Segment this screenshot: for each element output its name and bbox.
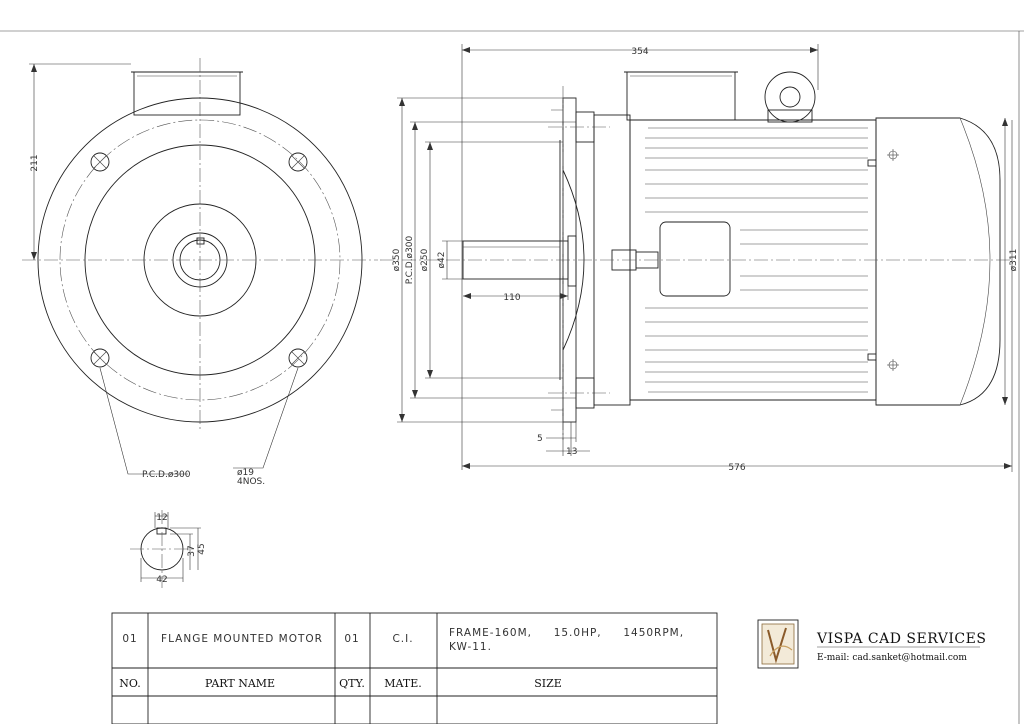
side-view bbox=[380, 71, 1010, 440]
dim-flange-dia: ø350 bbox=[392, 248, 402, 271]
keyway bbox=[196, 237, 205, 245]
lifting-eye bbox=[764, 71, 816, 123]
header-material: MATE. bbox=[384, 677, 421, 690]
row-no: 01 bbox=[122, 633, 137, 645]
dim-spigot-dia: ø250 bbox=[420, 248, 430, 271]
key-dia: 42 bbox=[156, 575, 167, 585]
dim-576: 576 bbox=[728, 463, 745, 473]
row-qty: 01 bbox=[344, 633, 359, 645]
dim-shaft-dia: ø42 bbox=[437, 252, 447, 269]
header-part-name: PART NAME bbox=[205, 677, 275, 690]
dim-shaft-len: 110 bbox=[503, 293, 520, 303]
key-height-45: 45 bbox=[197, 543, 207, 554]
holes-count-callout: 4NOS. bbox=[237, 477, 265, 487]
bolt-holes bbox=[90, 152, 308, 368]
company-email: E-mail: cad.sanket@hotmail.com bbox=[817, 653, 967, 663]
row-material: C.I. bbox=[392, 633, 413, 645]
company-logo bbox=[761, 623, 795, 665]
key-width: 12 bbox=[156, 513, 167, 523]
company-name: VISPA CAD SERVICES bbox=[816, 631, 986, 647]
dim-354: 354 bbox=[631, 47, 648, 57]
row-size-line1: FRAME-160M, 15.0HP, 1450RPM, bbox=[449, 627, 684, 639]
holes-dia-callout: ø19 bbox=[237, 468, 254, 478]
pcd-callout: P.C.D.ø300 bbox=[142, 470, 191, 480]
header-no: NO. bbox=[119, 677, 141, 690]
front-view bbox=[22, 58, 378, 475]
dim-motor-dia: ø311 bbox=[1009, 249, 1019, 272]
terminal-box bbox=[133, 71, 241, 116]
header-size: SIZE bbox=[534, 677, 562, 690]
dim-5: 5 bbox=[537, 434, 543, 444]
row-size-line2: KW-11. bbox=[449, 641, 492, 653]
fan-cover bbox=[875, 117, 1001, 406]
base-pad bbox=[659, 221, 731, 297]
side-dimensions bbox=[397, 44, 1013, 472]
title-block bbox=[111, 612, 799, 724]
key-detail bbox=[130, 510, 201, 588]
row-part-name: FLANGE MOUNTED MOTOR bbox=[161, 633, 323, 645]
dim-13: 13 bbox=[566, 447, 577, 457]
dim-211: 211 bbox=[30, 154, 40, 171]
key-height-37: 37 bbox=[187, 545, 197, 556]
cooling-fins bbox=[645, 127, 868, 393]
header-qty: QTY. bbox=[339, 677, 365, 690]
dim-pcd: P.C.D.ø300 bbox=[405, 235, 415, 284]
terminal-box-side bbox=[626, 71, 736, 121]
